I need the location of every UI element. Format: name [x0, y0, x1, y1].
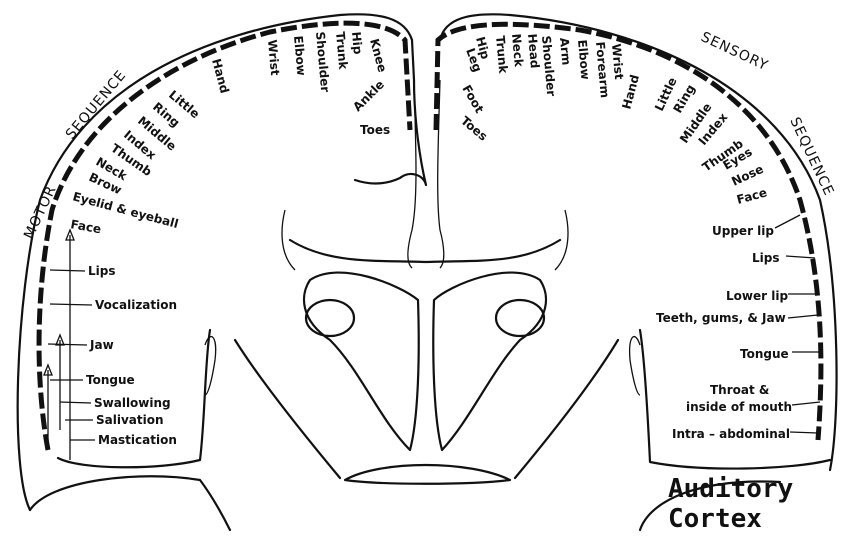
lateral-ventricles-right: [433, 273, 546, 450]
motor-label: Lips: [88, 264, 116, 278]
right-temporal-lobe: [515, 340, 618, 478]
motor-label: Toes: [360, 123, 390, 137]
left-temporal-lobe: [235, 340, 340, 478]
sensory-label: Throat &: [710, 383, 769, 397]
motor-label: Mastication: [98, 433, 177, 447]
auditory-label: Auditory: [668, 474, 793, 504]
sensory-label: Face: [735, 185, 768, 207]
sensory-label: Toes: [458, 114, 490, 144]
left-sulcus: [282, 210, 295, 270]
sensory-label: Lips: [752, 251, 780, 265]
right-sulcus: [555, 210, 568, 270]
motor-label: Knee: [367, 37, 389, 74]
sensory-label: Lower lip: [726, 289, 788, 303]
corpus-callosum: [290, 240, 560, 262]
motor-label: Jaw: [89, 338, 114, 352]
sensory-label: Intra – abdominal: [672, 427, 790, 441]
sensory-label: Upper lip: [712, 224, 774, 238]
sensory-label: Tongue: [740, 347, 789, 361]
sensory-label: Forearm: [593, 41, 612, 99]
cortex-label: Cortex: [668, 504, 762, 534]
motor-labels: Hand Wrist Elbow Shoulder Trunk Hip Knee…: [69, 31, 390, 447]
motor-label: Trunk: [333, 31, 350, 71]
sensory-label: Wrist: [609, 43, 626, 80]
sensory-label: Arm: [557, 37, 573, 66]
motor-label: Ankle: [350, 77, 387, 114]
sensory-label: Foot: [459, 83, 486, 116]
sensory-label: inside of mouth: [686, 400, 792, 414]
sensory-labels: Hip Leg Foot Toes Trunk Neck Head Should…: [458, 33, 792, 441]
lateral-ventricles: [304, 273, 419, 450]
motor-label: Face: [69, 217, 102, 236]
motor-label: Salivation: [96, 413, 164, 427]
motor-sequence-heading: SEQUENCE: [63, 67, 130, 142]
motor-label: Wrist: [265, 39, 282, 76]
sensory-heading: SENSORY: [698, 29, 770, 74]
motor-label: Tongue: [86, 373, 135, 387]
motor-leader-lines: [48, 270, 95, 440]
motor-label: Hand: [209, 57, 232, 95]
sensory-label: Shoulder: [539, 35, 558, 97]
motor-label: Vocalization: [95, 298, 177, 312]
left-ventricle-horn: [306, 300, 354, 336]
motor-label: Shoulder: [313, 31, 332, 93]
sensory-label: Teeth, gums, & Jaw: [656, 311, 786, 325]
left-base-curve: [30, 476, 230, 530]
right-insula: [630, 337, 640, 395]
motor-label: Swallowing: [94, 396, 171, 410]
right-ventricle-horn: [496, 300, 544, 336]
sensory-label: Neck: [509, 33, 526, 68]
motor-label: Elbow: [291, 35, 308, 76]
sensory-label: Trunk: [493, 35, 510, 75]
third-ventricle-base: [345, 465, 510, 484]
sensory-label: Elbow: [575, 39, 592, 80]
motor-label: Hip: [349, 31, 365, 55]
